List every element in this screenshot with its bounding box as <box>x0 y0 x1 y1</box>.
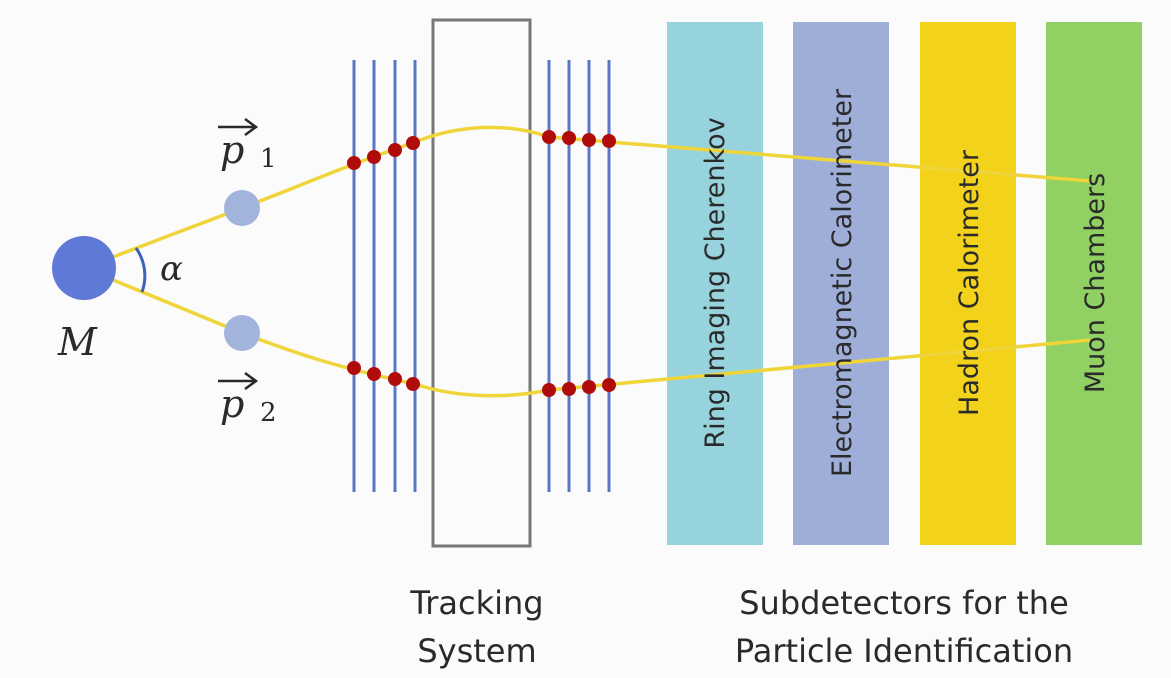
hit <box>542 383 556 397</box>
detector-muon-chambers <box>1046 22 1142 545</box>
hit <box>388 143 402 157</box>
tracker-layers-left <box>352 60 417 492</box>
daughter-particle-1 <box>224 190 260 226</box>
hit <box>367 367 381 381</box>
hits-lower-right <box>542 378 616 397</box>
arrowhead-icon <box>244 117 259 137</box>
hit <box>367 150 381 164</box>
caption-tracking-line-1: Tracking <box>409 584 543 622</box>
momentum-symbol-2: p <box>220 382 244 426</box>
caption-subdetectors-line-2: Particle Identification <box>735 632 1073 670</box>
detector-ring-imaging-cherenkov <box>667 22 763 545</box>
mother-label: M <box>57 320 98 364</box>
momentum-subscript-1: 1 <box>260 144 277 174</box>
detector-label-electromagnetic-calorimeter: Electromagnetic Calorimeter <box>827 88 858 477</box>
tracker-layers-right <box>547 60 611 492</box>
caption-tracking-line-2: System <box>417 632 536 670</box>
hit <box>562 131 576 145</box>
hit <box>602 134 616 148</box>
detector-hadron-calorimeter <box>920 22 1016 545</box>
angle-label: α <box>160 249 183 289</box>
momentum-symbol-1: p <box>220 128 244 172</box>
hit <box>406 136 420 150</box>
hits-upper-left <box>347 136 420 170</box>
detector-label-muon-chambers: Muon Chambers <box>1080 173 1111 393</box>
momentum-label-2: p 2 <box>218 371 277 428</box>
angle-arc <box>134 247 147 293</box>
hit <box>347 156 361 170</box>
arrowhead-icon <box>244 371 259 391</box>
hit <box>582 380 596 394</box>
tracking-system-box <box>431 18 532 548</box>
hit <box>562 382 576 396</box>
caption-subdetectors-line-1: Subdetectors for the <box>739 584 1069 622</box>
hit <box>542 130 556 144</box>
detector-label-hadron-calorimeter: Hadron Calorimeter <box>954 149 985 416</box>
hits-upper-right <box>542 130 616 148</box>
hit <box>388 372 402 386</box>
momentum-subscript-2: 2 <box>260 398 277 428</box>
momentum-label-1: p 1 <box>218 117 277 174</box>
hit <box>347 361 361 375</box>
hit <box>582 133 596 147</box>
mother-particle <box>52 236 116 300</box>
hits-lower-left <box>347 361 420 391</box>
detector-electromagnetic-calorimeter <box>793 22 889 545</box>
hit <box>406 377 420 391</box>
hit <box>602 378 616 392</box>
daughter-particle-2 <box>224 315 260 351</box>
detector-label-ring-imaging-cherenkov: Ring Imaging Cherenkov <box>700 117 731 448</box>
